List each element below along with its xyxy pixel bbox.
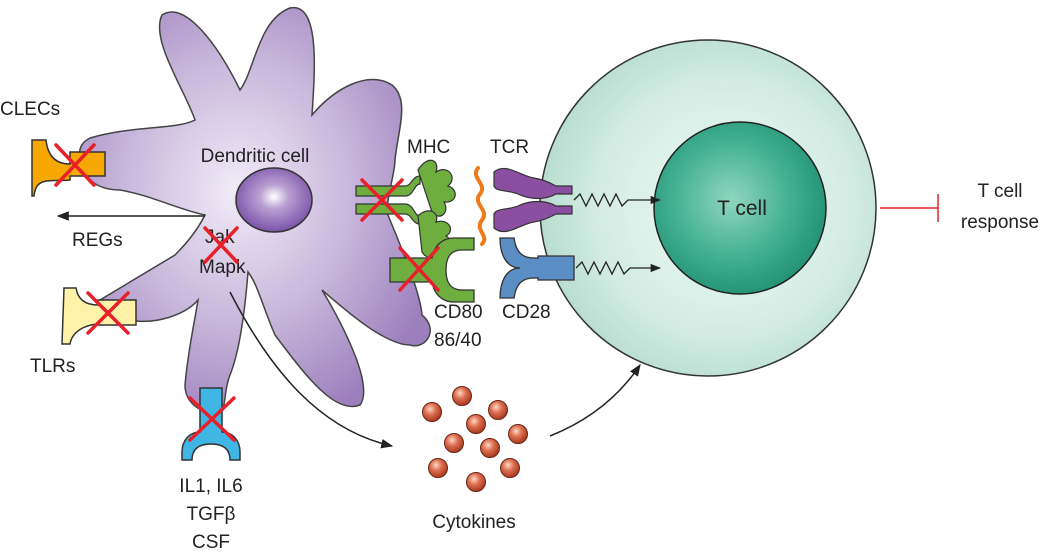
t-cell-response-label-line2: response xyxy=(961,212,1039,233)
cytokine-to-tcell-arrow xyxy=(549,364,641,437)
regs-arrow: REGs xyxy=(56,211,205,251)
clecs-label: CLECs xyxy=(0,99,60,120)
cytokine xyxy=(480,438,500,458)
tlr-inhibition-x xyxy=(86,291,130,335)
tcr-signal-arrow xyxy=(573,192,662,208)
dendritic-cell-nucleus xyxy=(235,167,313,233)
cytokine xyxy=(452,386,472,406)
il1-il6-label: IL1, IL6 xyxy=(179,476,242,497)
t-cell-response-label-line1: T cell xyxy=(977,181,1022,202)
peptide-antigen xyxy=(474,166,487,246)
cytokine xyxy=(466,472,486,492)
clec-inhibition-x xyxy=(54,143,96,187)
cd80-inhibition-x xyxy=(398,246,440,292)
cytokines-cluster: Cytokines xyxy=(422,386,528,533)
tcr-label: TCR xyxy=(490,137,529,158)
cd80-label: CD80 xyxy=(434,302,483,323)
mhc-label: MHC xyxy=(407,137,450,158)
cytokine-receptor: IL1, IL6 TGFβ CSF xyxy=(179,387,243,552)
tlr-receptor: TLRs xyxy=(30,287,137,377)
cd86-40-label: 86/40 xyxy=(434,330,482,351)
cd80-molecule: CD80 86/40 xyxy=(389,237,483,351)
cd28-label: CD28 xyxy=(502,302,551,323)
csf-label: CSF xyxy=(192,532,230,552)
jak-inhibition-x xyxy=(203,226,239,264)
cytokine xyxy=(422,402,442,422)
cytokine xyxy=(488,400,508,420)
cd28-signal-arrow xyxy=(575,260,662,276)
t-cell-response-inhibition: T cell response xyxy=(880,181,1039,233)
clec-receptor: CLECs xyxy=(0,99,106,197)
cytokine xyxy=(466,414,486,434)
tgfb-label: TGFβ xyxy=(187,504,236,525)
t-cell: T cell xyxy=(539,39,877,377)
mhc-inhibition-x xyxy=(360,178,404,222)
cytokine-release-arrow xyxy=(229,291,394,449)
jak-mapk-signaling: Jak Mapk xyxy=(199,226,246,278)
t-cell-nucleus xyxy=(653,121,827,295)
tcr-molecule: TCR xyxy=(490,137,573,233)
mapk-label: Mapk xyxy=(199,257,246,278)
cytokine-receptor-inhibition-x xyxy=(188,396,236,442)
cytokine-receptor-shape xyxy=(181,387,241,461)
t-cell-label: T cell xyxy=(717,197,767,220)
cytokine xyxy=(428,458,448,478)
cytokines-label: Cytokines xyxy=(432,512,515,533)
tlrs-label: TLRs xyxy=(30,356,75,377)
cytokine xyxy=(444,433,464,453)
cytokine xyxy=(508,424,528,444)
regs-label: REGs xyxy=(72,230,123,251)
dendritic-cell-label: Dendritic cell xyxy=(201,146,310,167)
cytokine xyxy=(500,458,520,478)
cd28-molecule: CD28 xyxy=(499,237,575,323)
jak-label: Jak xyxy=(205,227,235,248)
